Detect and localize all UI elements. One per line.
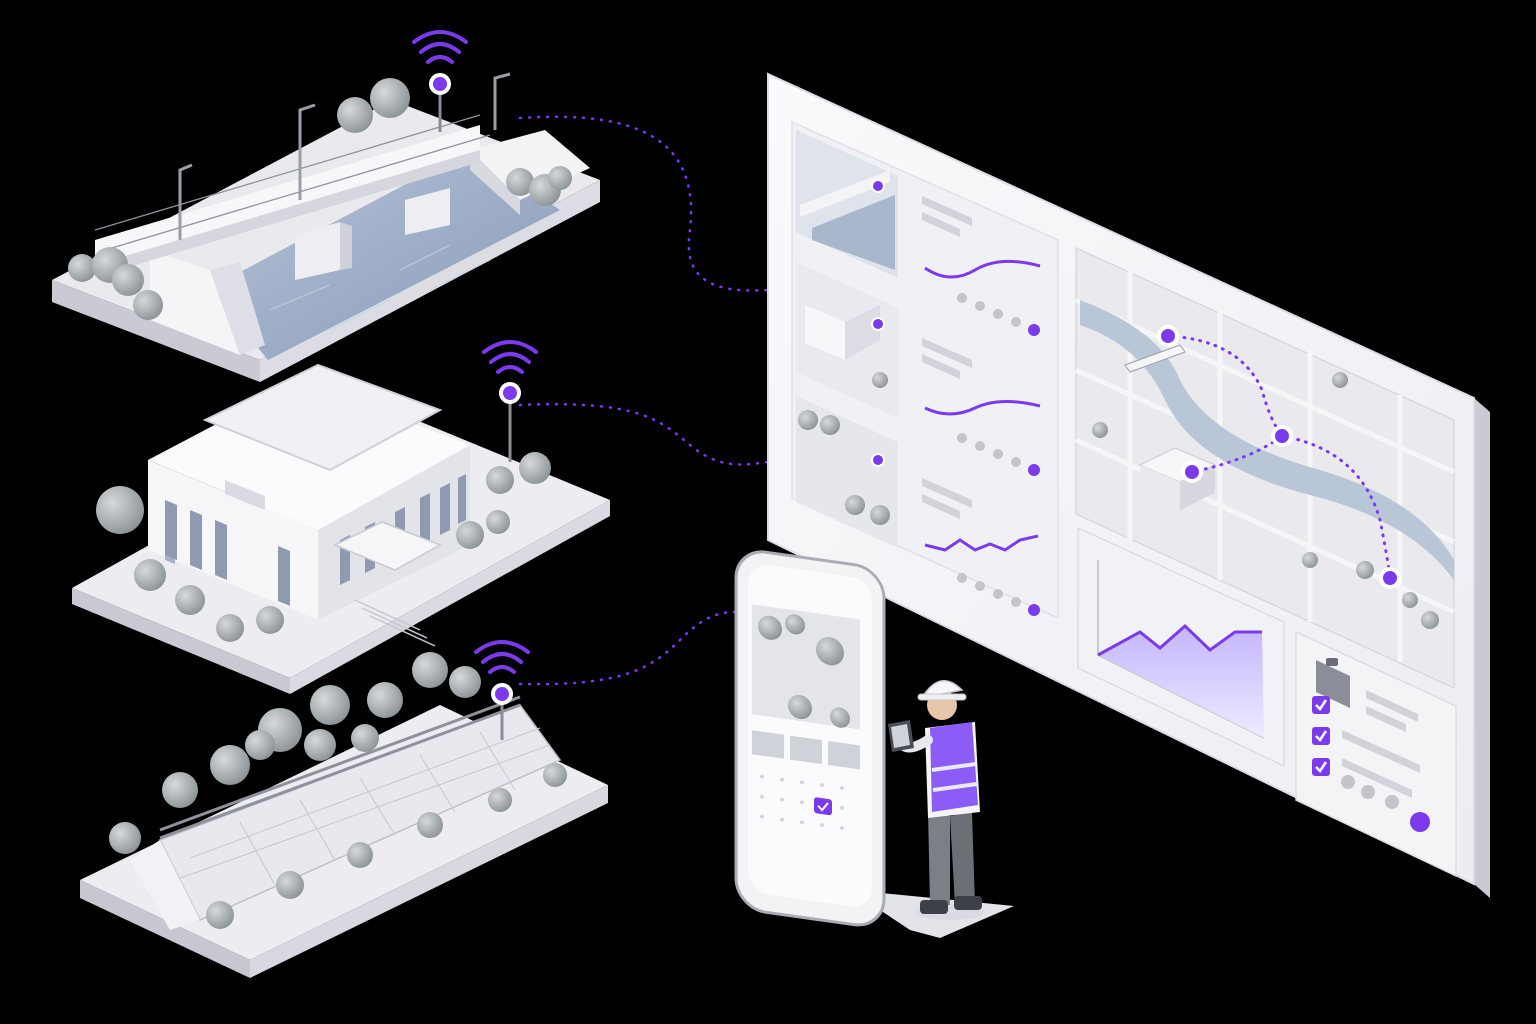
asset-list-panel — [791, 120, 1059, 620]
checkbox-list — [1312, 696, 1330, 776]
retaining-wall-asset[interactable] — [80, 640, 608, 978]
roof-top — [202, 363, 443, 472]
area-series — [1098, 626, 1264, 738]
phone-photo — [752, 604, 860, 830]
bridge-sensor-node — [429, 73, 451, 95]
status-active-dot — [1028, 464, 1040, 476]
asset-row-building[interactable] — [796, 262, 1041, 476]
map-route — [1166, 334, 1392, 580]
dashboard-screen[interactable] — [767, 72, 1490, 898]
hard-hat-icon — [917, 680, 967, 701]
calendar-check-icon — [814, 797, 832, 816]
wifi-sensor-icon — [482, 340, 538, 374]
checklist-submit-dot — [1410, 812, 1430, 832]
map-panel[interactable] — [1074, 246, 1456, 690]
trend-line-1 — [924, 259, 1041, 279]
line-series — [1097, 623, 1262, 657]
wall-connector — [518, 610, 737, 686]
asset-row-wall[interactable] — [796, 396, 1040, 616]
bridge-asset[interactable] — [52, 30, 600, 382]
building-connector — [518, 403, 770, 466]
river — [210, 150, 560, 360]
map-river — [1080, 300, 1454, 580]
trend-line-3 — [924, 534, 1039, 552]
checklist-panel[interactable] — [1295, 630, 1457, 878]
asset-row-bridge[interactable] — [796, 130, 1041, 336]
wall-sensor-node — [491, 683, 513, 705]
status-active-dot — [1028, 604, 1040, 616]
building-sensor-node — [499, 382, 521, 404]
map-route-icon — [1157, 325, 1401, 589]
status-active-dot — [1028, 324, 1040, 336]
entrance-canopy — [333, 521, 442, 571]
wifi-sensor-icon — [412, 30, 468, 64]
inspector-figure — [888, 680, 984, 920]
data-connectors — [518, 115, 770, 686]
trend-line-2 — [924, 399, 1041, 416]
trend-chart-panel[interactable] — [1077, 526, 1285, 768]
building-asset[interactable] — [72, 340, 610, 694]
wifi-sensor-icon — [474, 640, 530, 674]
